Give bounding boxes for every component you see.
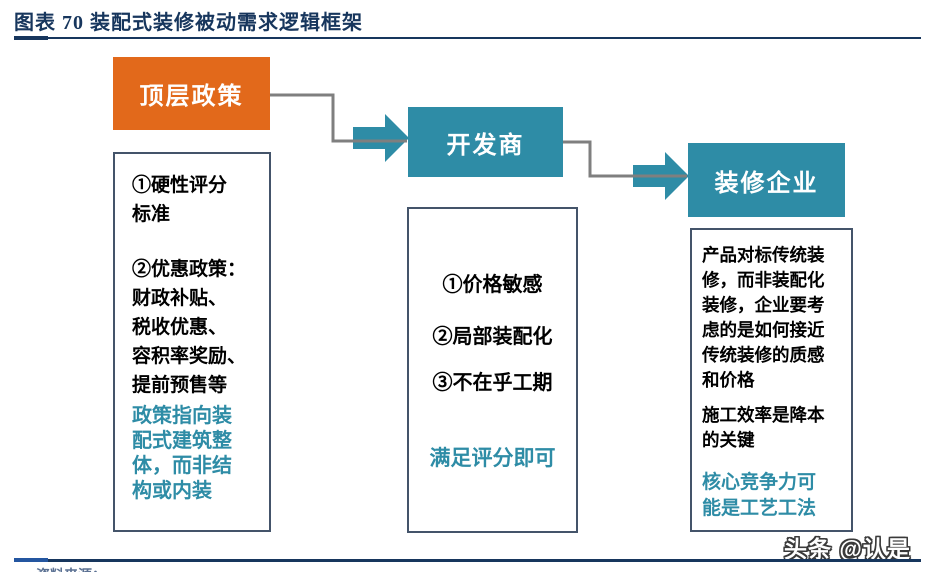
connector-line [563, 140, 687, 178]
right-arrow-icon [353, 114, 409, 162]
firm-point-benchmark: 产品对标传统装 修，而非装配化 装修，企业要考 虑的是如何接近 传统装修的质感 … [702, 245, 825, 390]
flow-node-label: 开发商 [446, 131, 525, 159]
source-text: 资料来源： [36, 565, 106, 572]
title-divider [14, 37, 921, 39]
detail-box-policy: ①硬性评分 标准 ②优惠政策： 财政补贴、 税收优惠、 容积率奖励、 提前预售等… [113, 152, 271, 532]
flow-node-decoration-firm: 装修企业 [688, 143, 845, 217]
developer-point-partial-prefab: ②局部装配化 [432, 326, 553, 348]
bottom-divider [14, 559, 921, 562]
flow-node-label: 顶层政策 [139, 83, 244, 110]
developer-conclusion: 满足评分即可 [429, 447, 556, 470]
connector-line [270, 93, 407, 143]
watermark: 头条 @认是 [784, 536, 911, 562]
firm-conclusion: 核心竞争力可 能是工艺工法 [702, 472, 817, 519]
developer-point-price: ①价格敏感 [442, 274, 543, 296]
policy-point-hard-scoring: ①硬性评分 标准 [132, 175, 228, 225]
detail-box-decoration-firm: 产品对标传统装 修，而非装配化 装修，企业要考 虑的是如何接近 传统装修的质感 … [690, 228, 853, 532]
policy-conclusion: 政策指向装 配式建筑整 体，而非结 构或内装 [132, 405, 232, 502]
flow-node-top-policy: 顶层政策 [113, 57, 270, 130]
title-divider-accent [14, 36, 48, 40]
figure-title: 图表 70 装配式装修被动需求逻辑框架 [14, 12, 363, 34]
developer-point-schedule: ③不在乎工期 [432, 372, 553, 394]
flow-node-developer: 开发商 [408, 107, 563, 177]
flow-node-label: 装修企业 [714, 169, 819, 197]
firm-point-efficiency: 施工效率是降本 的关键 [702, 405, 825, 450]
policy-point-incentives: ②优惠政策： 财政补贴、 税收优惠、 容积率奖励、 提前预售等 [132, 259, 247, 396]
detail-box-developer: ①价格敏感 ②局部装配化 ③不在乎工期 满足评分即可 [407, 207, 578, 533]
bottom-divider-accent [14, 558, 48, 562]
